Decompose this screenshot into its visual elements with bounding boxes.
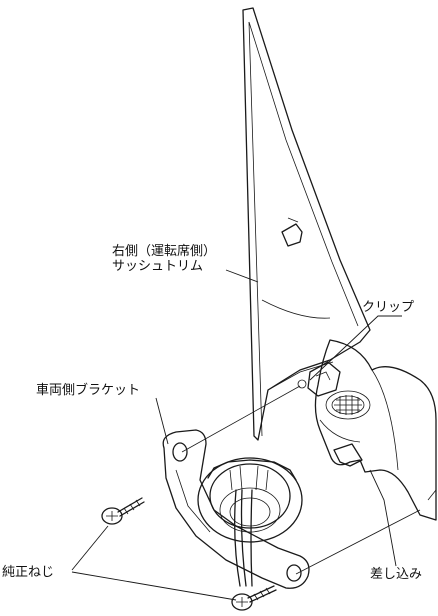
leader-lines (71, 269, 421, 601)
sash-trim-panel (242, 7, 371, 441)
clip-label: クリップ (362, 300, 415, 315)
sash-trim-label: 右側（運転席側） サッシュトリム (112, 244, 216, 274)
sash-trim-label-line2: サッシュトリム (112, 259, 204, 274)
screw-bottom (231, 585, 277, 611)
bracket-label: 車両側ブラケット (36, 383, 141, 398)
vehicle-bracket (162, 429, 310, 589)
screw-top (101, 497, 145, 525)
insert-label: 差し込み (370, 567, 423, 582)
screw-label: 純正ねじ (2, 565, 55, 580)
mirror-housing (297, 339, 437, 521)
sash-trim-label-line1: 右側（運転席側） (112, 244, 217, 259)
speaker-unit (197, 457, 303, 587)
